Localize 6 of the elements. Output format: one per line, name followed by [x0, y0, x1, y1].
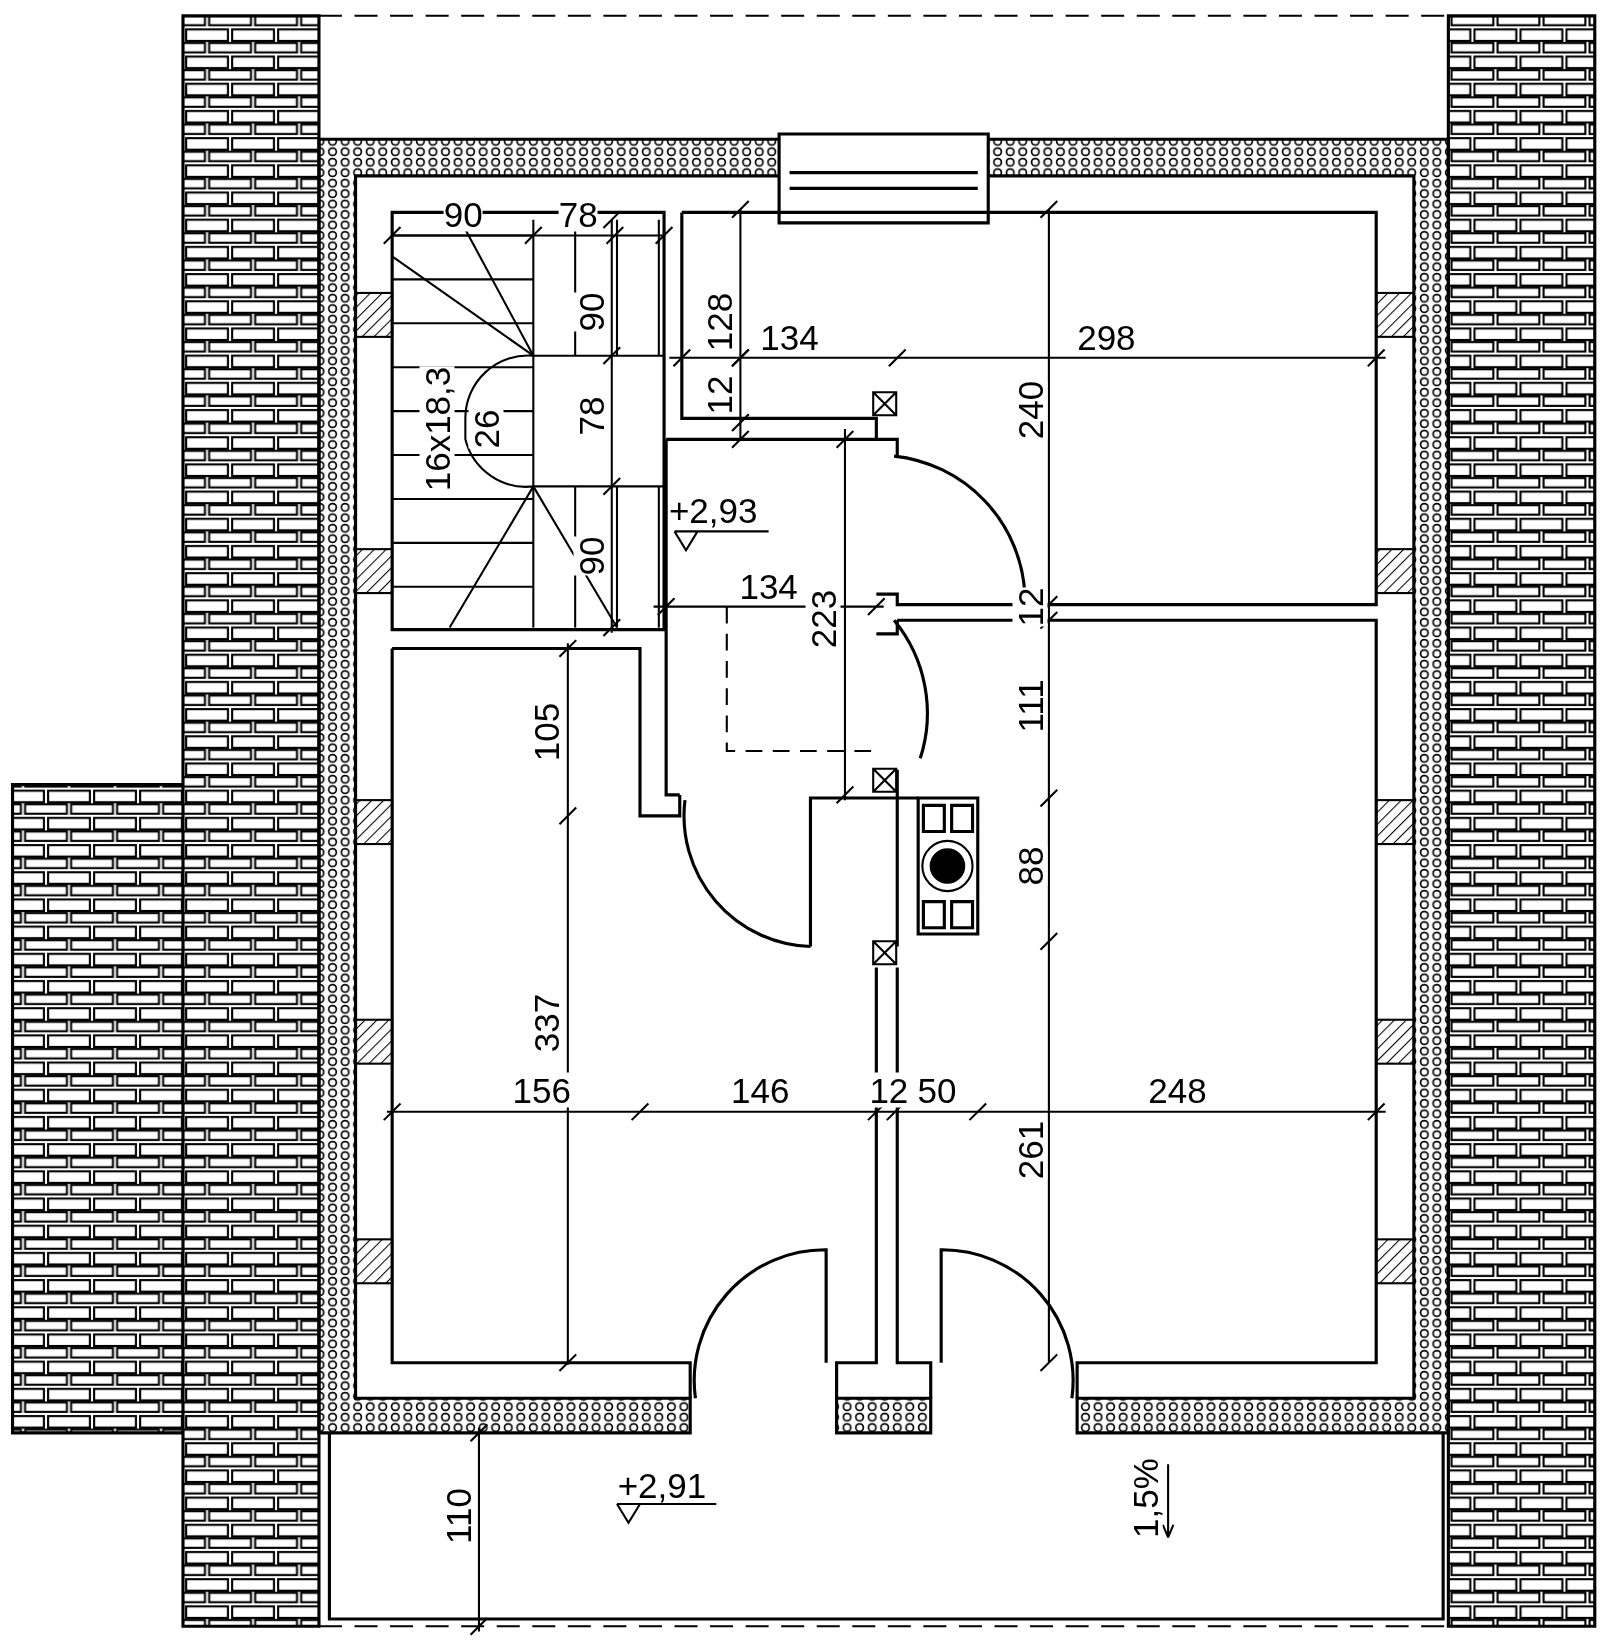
dimension-label: 12 — [869, 1072, 909, 1108]
dimension-label: 16x18,3 — [419, 366, 455, 492]
dimension-label: 12 — [1012, 587, 1048, 626]
dimension-label: 223 — [805, 589, 841, 649]
dimension-label: 156 — [512, 1072, 571, 1108]
dimension-label: 26 — [468, 409, 504, 449]
